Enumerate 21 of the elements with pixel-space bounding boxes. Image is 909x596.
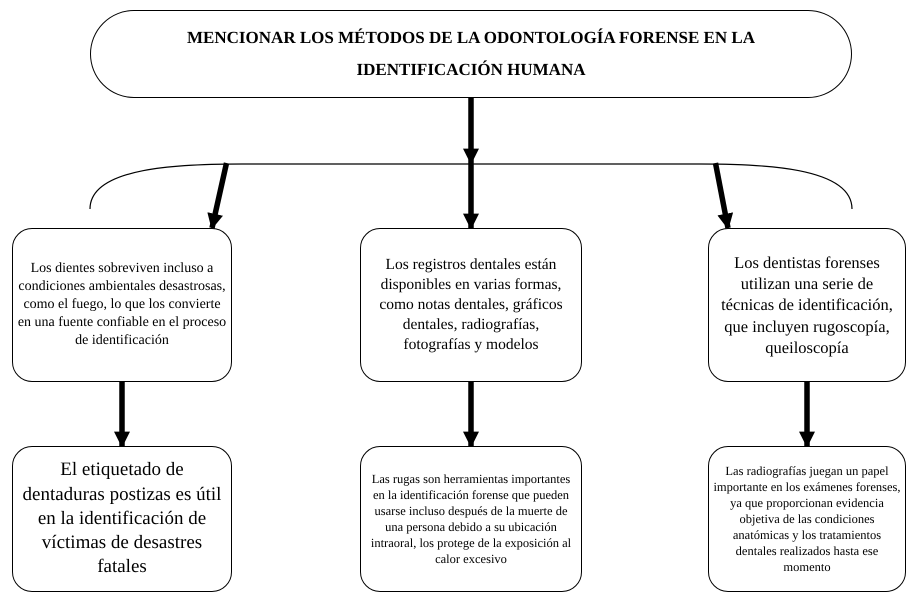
bracket-arc: [89, 162, 853, 210]
arrow: [114, 382, 130, 448]
box-text: Los dentistas forenses utilizan una serie de técnicas de identificación, que incluyen rugoscopía, queiloscopía: [720, 252, 894, 358]
text-box: [12, 228, 232, 382]
arrow: [463, 382, 479, 448]
text-box: [708, 228, 906, 382]
box-text: El etiquetado de dentaduras postizas es útil en la identificación de víctimas de desastres fatales: [22, 458, 222, 580]
arrow: [712, 162, 734, 230]
box-text: Las radiografías juegan un papel importante en los exámenes forenses, ya que proporcionan evidencia objetiva de las condiciones anatómicas y los tratamientos dentales realizados hasta ese momento: [713, 463, 901, 575]
text-box: [708, 446, 906, 592]
arrow: [207, 162, 230, 230]
arrow: [463, 98, 479, 165]
arrow: [799, 382, 815, 448]
diagram-heading: MENCIONAR LOS MÉTODOS DE LA ODONTOLOGÍA FORENSE EN LA IDENTIFICACIÓN HUMANA: [186, 26, 756, 81]
box-text: Los dientes sobreviven incluso a condiciones ambientales desastrosas, como el fuego, lo que los convierte en una fuente confiable en el proceso de identificación: [17, 260, 227, 350]
text-box: [360, 228, 582, 382]
arrow: [463, 163, 479, 230]
box-text: Las rugas son herramientas importantes en la identificación forense que pueden usarse incluso después de la muerte de una persona debido a su ubicación intraoral, los protege de la exposición al calor excesivo: [370, 471, 572, 567]
box-text: Los registros dentales están disponibles en varias formas, como notas dentales, gráficos dentales, radiografías, fotografías y modelos: [378, 255, 564, 355]
text-box: [12, 446, 232, 592]
text-box: [360, 446, 582, 592]
